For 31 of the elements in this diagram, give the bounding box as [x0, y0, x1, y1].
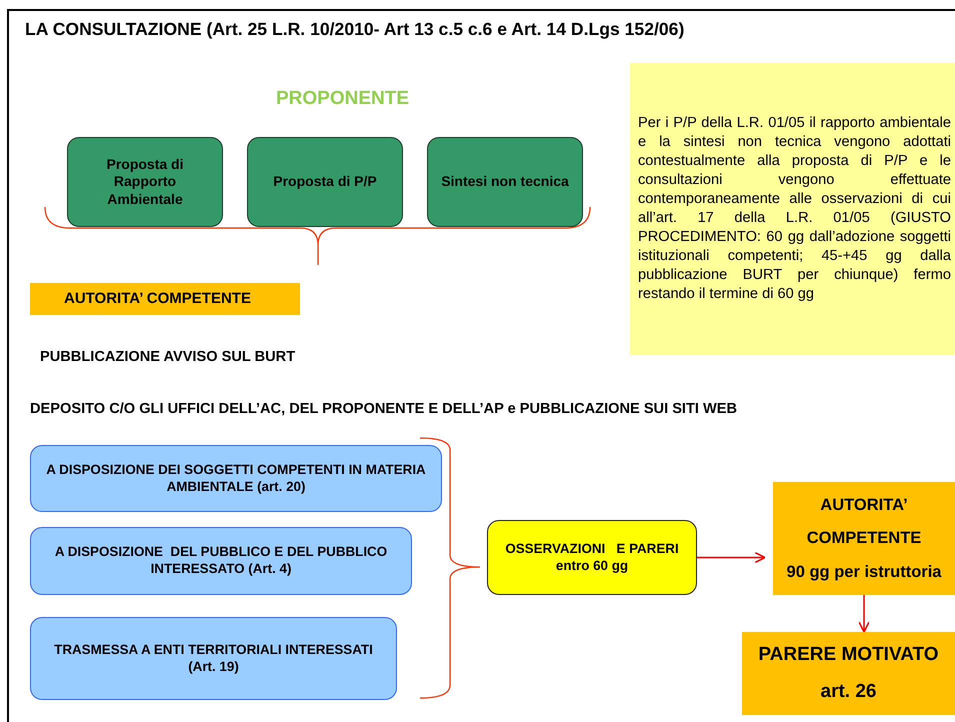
- step-label: PUBBLICAZIONE AVVISO SUL BURT: [40, 349, 296, 365]
- node-text: Sintesi non tecnica: [440, 173, 570, 191]
- process-box: [247, 137, 403, 227]
- node-text: PARERE MOTIVATO: [757, 642, 940, 667]
- process-box: [67, 137, 223, 227]
- node-text: AUTORITA’ COMPETENTE: [63, 290, 252, 308]
- result-box: [773, 482, 955, 595]
- authority-band: [30, 283, 300, 315]
- node-text: A DISPOSIZIONE DEI SOGGETTI COMPETENTI IN MATERIA AMBIENTALE (art. 20): [45, 462, 427, 496]
- node-text: COMPETENTE: [806, 528, 922, 549]
- diagram-title: LA CONSULTAZIONE (Art. 25 L.R. 10/2010- Art 13 c.5 c.6 e Art. 14 D.Lgs 152/06): [25, 19, 684, 40]
- process-box: [487, 520, 697, 595]
- node-text: OSSERVAZIONI E PARERI entro 60 gg: [504, 540, 680, 574]
- step-label: DEPOSITO C/O GLI UFFICI DELL’AC, DEL PROPONENTE E DELL’AP e PUBBLICAZIONE SUI SITI WEB: [30, 401, 738, 417]
- node-text: art. 26: [820, 680, 878, 704]
- node-text: A DISPOSIZIONE DEL PUBBLICO E DEL PUBBLICO INTERESSATO (Art. 4): [54, 544, 388, 578]
- process-box: [427, 137, 583, 227]
- arrow: [858, 595, 870, 633]
- note-box: [630, 63, 955, 355]
- section-heading: PROPONENTE: [276, 88, 410, 110]
- result-box: [742, 632, 955, 715]
- node-text: 90 gg per istruttoria: [786, 562, 942, 582]
- arrow: [697, 552, 766, 564]
- node-text: AUTORITA’: [819, 494, 909, 516]
- node-text: TRASMESSA A ENTI TERRITORIALI INTERESSATI (Art. 19): [53, 642, 374, 676]
- process-box: [30, 527, 412, 595]
- node-text: Proposta di P/P: [272, 173, 378, 191]
- note-text: Per i P/P della L.R. 01/05 il rapporto ambientale e la sintesi non tecnica vengono adottati contestualmente alla proposta di P/P e le consultazioni vengono effettuate contemporaneamente alle osservazioni di cui all’art. 17 della L.R. 01/05 (GIUSTO PROCEDIMENTO: 60 gg dall’adozione soggetti istituzionali competenti; 45-+45 gg dalla pubblicazione BURT per chiunque) fermo restando il termine di 60 gg: [638, 114, 951, 304]
- process-box: [30, 445, 442, 512]
- node-text: Proposta di Rapporto Ambientale: [105, 156, 184, 208]
- process-box: [30, 617, 397, 700]
